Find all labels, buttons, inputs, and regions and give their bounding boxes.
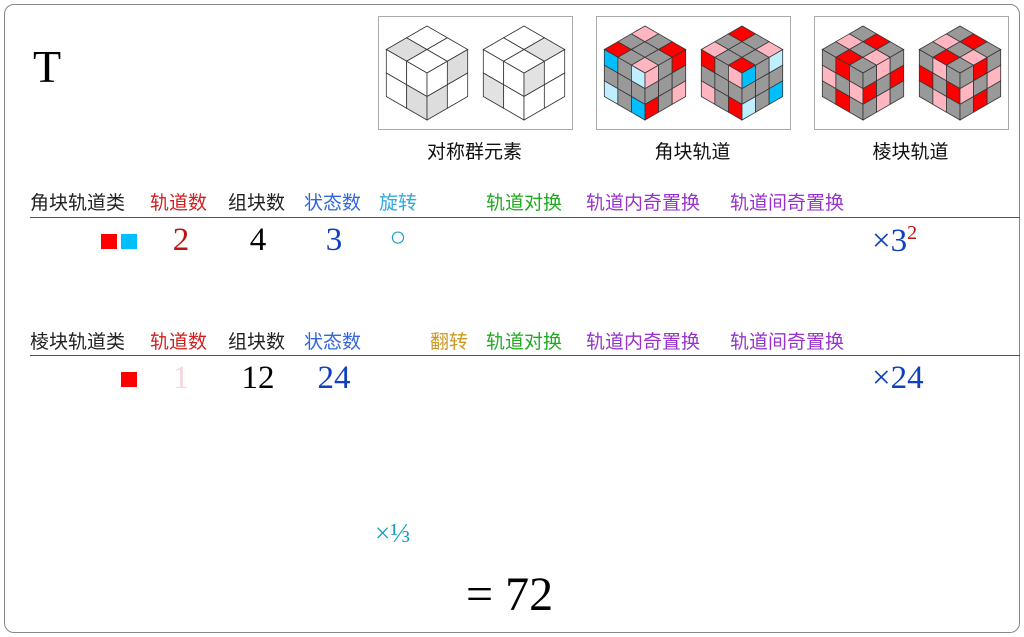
orbit-swap-header: 轨道对换 bbox=[486, 331, 563, 353]
symmetry-elements-panel bbox=[378, 16, 573, 130]
result-total: = 72 bbox=[466, 568, 554, 621]
symmetry-correction: ×⅓ bbox=[375, 518, 411, 548]
twist-circle-icon: ○ bbox=[389, 222, 407, 253]
corner-orbits-value: 2 bbox=[172, 222, 190, 258]
factor-exponent: 2 bbox=[907, 222, 918, 244]
blue-swatch bbox=[121, 234, 137, 249]
panel-caption: 对称群元素 bbox=[426, 141, 522, 163]
edge-orbit-cubes-image bbox=[821, 25, 1002, 121]
panel-caption: 棱块轨道 bbox=[872, 141, 949, 163]
twist-header: 旋转 bbox=[379, 192, 418, 214]
edge-states-value: 24 bbox=[317, 360, 351, 396]
cube-facelet bbox=[986, 80, 1002, 106]
edge-orbits-value: 1 bbox=[172, 360, 190, 396]
symmetry-cubes-image bbox=[385, 25, 566, 121]
cube-facelet bbox=[446, 72, 469, 109]
cube-facelet bbox=[889, 80, 905, 106]
group-title: T bbox=[33, 41, 62, 92]
corner-orbit-cubes-image bbox=[603, 25, 784, 121]
orbits-header: 轨道数 bbox=[150, 192, 208, 214]
states-header: 状态数 bbox=[304, 331, 362, 353]
edge-class-header: 棱块轨道类 bbox=[30, 331, 126, 353]
corner-pieces-value: 4 bbox=[249, 222, 267, 258]
cube-facelet bbox=[768, 80, 784, 106]
red-swatch bbox=[101, 234, 117, 249]
divider bbox=[30, 355, 1020, 356]
pieces-header: 组块数 bbox=[228, 331, 286, 353]
flip-header: 翻转 bbox=[430, 331, 469, 353]
cube-facelet bbox=[754, 41, 784, 58]
edge-orbits-panel bbox=[814, 16, 1009, 130]
corner-orbits-panel bbox=[596, 16, 791, 130]
cube-facelet bbox=[543, 72, 566, 109]
corner-class-header: 角块轨道类 bbox=[30, 192, 126, 214]
corner-factor: ×32 bbox=[872, 222, 917, 260]
odd-between-orbit-header: 轨道间奇置换 bbox=[730, 192, 845, 214]
states-header: 状态数 bbox=[304, 192, 362, 214]
orbit-swap-header: 轨道对换 bbox=[486, 192, 563, 214]
cube-facelet bbox=[671, 80, 687, 106]
odd-between-orbit-header: 轨道间奇置换 bbox=[730, 331, 845, 353]
odd-in-orbit-header: 轨道内奇置换 bbox=[586, 331, 701, 353]
diagram-frame bbox=[4, 4, 1020, 633]
red-swatch bbox=[121, 372, 137, 387]
pieces-header: 组块数 bbox=[228, 192, 286, 214]
divider bbox=[30, 217, 1020, 218]
edge-pieces-value: 12 bbox=[241, 360, 275, 396]
cube-facelet bbox=[972, 41, 1002, 58]
panel-caption: 角块轨道 bbox=[654, 141, 731, 163]
odd-in-orbit-header: 轨道内奇置换 bbox=[586, 192, 701, 214]
edge-factor: ×24 bbox=[872, 360, 924, 396]
corner-states-value: 3 bbox=[325, 222, 343, 258]
cube-facelet bbox=[523, 37, 566, 62]
factor-base: ×3 bbox=[872, 223, 908, 259]
orbits-header: 轨道数 bbox=[150, 331, 208, 353]
